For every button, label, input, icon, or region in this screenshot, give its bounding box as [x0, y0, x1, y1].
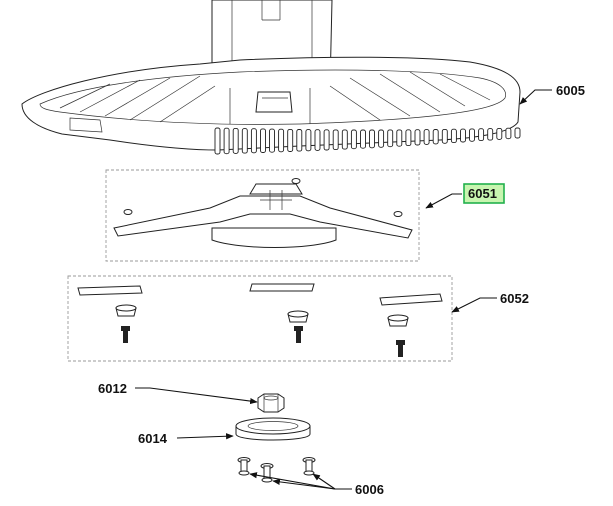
- washer-middle: [287, 310, 309, 323]
- base-skirt-fins: [214, 127, 521, 155]
- skirt-fin: [360, 129, 366, 149]
- skirt-fin: [278, 128, 285, 153]
- leader-6006c: [312, 473, 336, 490]
- skirt-fin: [496, 127, 503, 140]
- skirt-fin: [232, 127, 239, 154]
- leader-6005: [519, 89, 552, 105]
- callout-labels: 6005 6051 6052 6012 6014 6006: [98, 83, 585, 497]
- bolt-3: [302, 457, 316, 476]
- skirt-fin: [350, 129, 357, 150]
- skirt-fin: [405, 129, 412, 147]
- skirt-fin: [441, 128, 448, 144]
- callout-6052: 6052: [500, 291, 529, 306]
- skirt-fin: [478, 128, 485, 142]
- skirt-fin: [241, 128, 248, 154]
- leader-6014: [176, 433, 234, 440]
- skirt-fin: [369, 129, 375, 149]
- skirt-fin: [260, 128, 266, 153]
- skirt-fin: [223, 127, 230, 155]
- fan-base-housing: [21, 0, 521, 155]
- callout-6051-highlight: [463, 183, 505, 204]
- skirt-fin: [214, 127, 221, 155]
- blade-middle: [249, 283, 315, 292]
- callout-6005: 6005: [556, 83, 585, 98]
- skirt-fin: [378, 129, 385, 148]
- leader-6012: [135, 387, 258, 405]
- skirt-fin: [323, 129, 330, 151]
- skirt-fin: [487, 128, 494, 141]
- blade-left: [77, 285, 143, 296]
- skirt-fin: [460, 128, 466, 143]
- leader-6052: [451, 297, 497, 313]
- callout-6012: 6012: [98, 381, 127, 396]
- leader-lines: [135, 89, 552, 490]
- screw-middle: [294, 326, 303, 343]
- skirt-fin: [396, 129, 403, 147]
- skirt-fin: [296, 129, 303, 152]
- skirt-fin: [414, 129, 421, 146]
- skirt-fin: [469, 128, 475, 142]
- blade-kit-group: [67, 275, 453, 362]
- washer-right: [387, 314, 409, 327]
- bearing-ring: [235, 417, 311, 441]
- skirt-fin: [505, 127, 512, 140]
- callout-6051: 6051: [468, 186, 497, 201]
- washer-left: [115, 304, 137, 317]
- skirt-fin: [450, 128, 457, 144]
- leader-6051: [425, 193, 462, 209]
- leader-6006b: [272, 478, 336, 490]
- skirt-fin: [423, 129, 430, 145]
- skirt-fin: [269, 128, 275, 153]
- skirt-fin: [387, 129, 394, 148]
- blade-right: [379, 293, 443, 306]
- skirt-fin: [305, 129, 312, 152]
- callout-6006: 6006: [355, 482, 384, 497]
- screw-left: [121, 326, 130, 343]
- blade-hub-group: [105, 169, 420, 262]
- skirt-fin: [514, 127, 521, 139]
- screw-right: [396, 340, 405, 357]
- bolt-1: [237, 457, 251, 476]
- skirt-fin: [314, 129, 321, 151]
- skirt-fin: [250, 128, 257, 154]
- callout-6014: 6014: [138, 431, 168, 446]
- skirt-fin: [332, 129, 339, 151]
- hex-nut: [257, 393, 285, 413]
- bolt-2: [260, 463, 274, 483]
- skirt-fin: [287, 128, 294, 152]
- skirt-fin: [432, 129, 439, 145]
- skirt-fin: [341, 129, 348, 150]
- bolt-set: [237, 457, 316, 483]
